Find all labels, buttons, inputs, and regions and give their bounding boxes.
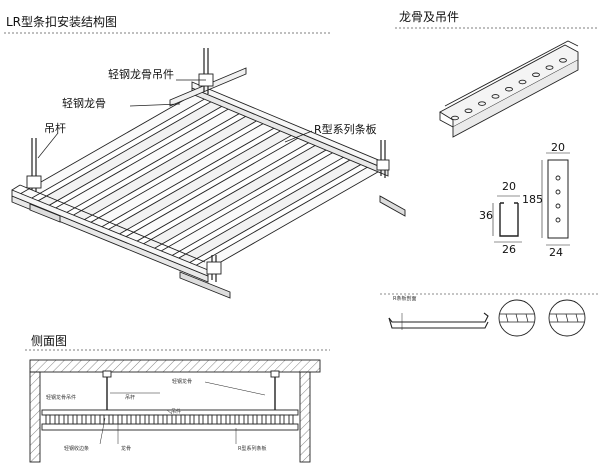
section-clip-tooth — [216, 414, 222, 425]
keel-slot — [559, 58, 567, 63]
section-clip-tooth — [180, 414, 186, 425]
callout-panel: R型系列条板 — [314, 123, 377, 136]
section-label-bottom-mid: 龙骨 — [121, 446, 132, 452]
r-profile-label: R条板剖面 — [393, 296, 417, 302]
dim-carrier-height: 185 — [522, 193, 543, 206]
section-clip-tooth — [144, 414, 150, 425]
keel-slot — [505, 86, 513, 92]
dim-channel-top: 20 — [502, 180, 516, 193]
keel-slot — [491, 94, 500, 99]
ceiling-slab — [29, 359, 321, 373]
section-label-bottom-left: 轻钢收边条 — [64, 446, 90, 452]
section-clip-tooth — [279, 414, 285, 425]
section-label-mid: 吊件 — [171, 409, 182, 415]
section-clip-tooth — [162, 414, 168, 425]
section-label-rod: 吊杆 — [125, 395, 136, 401]
section-clip-tooth — [225, 414, 231, 425]
dim-channel-height: 36 — [479, 209, 493, 222]
detail-circle-left — [498, 299, 536, 337]
section-clip-tooth — [117, 414, 123, 425]
u-channel-profile — [492, 195, 522, 243]
section-clip-tooth — [270, 414, 276, 425]
detail-circle-right — [548, 299, 586, 337]
section-clip-tooth — [189, 414, 195, 425]
section-label-left: 轻钢龙骨吊件 — [46, 395, 77, 401]
keel-slot — [545, 65, 554, 70]
keel-section-title: 龙骨及吊件 — [399, 10, 460, 24]
side-wall-right — [299, 371, 311, 463]
callout-rod: 吊杆 — [44, 122, 66, 135]
hanger-clips — [26, 73, 390, 275]
callout-hanger: 轻钢龙骨吊件 — [108, 68, 174, 81]
front-carrier-keel — [11, 184, 209, 283]
section-clip-tooth — [81, 414, 87, 425]
section-clip-tooth — [252, 414, 258, 425]
section-clip-tooth — [54, 414, 60, 425]
section-label-bottom-right: R型系列条板 — [238, 446, 267, 452]
section-clip-tooth — [108, 414, 114, 425]
section-clip-tooth — [126, 414, 132, 425]
section-label-top: 轻钢龙骨 — [172, 379, 193, 385]
keel-notches — [451, 58, 567, 121]
side-view-title: 侧面图 — [31, 334, 68, 348]
edge-trim — [29, 195, 406, 299]
section-panel — [41, 423, 299, 431]
dim-carrier-top: 20 — [551, 141, 565, 154]
section-clip-tooth — [207, 414, 213, 425]
section-clip-tooth — [99, 414, 105, 425]
keel-slot — [532, 72, 540, 78]
keel-slot — [478, 101, 486, 106]
keel-slot — [464, 108, 473, 114]
section-clip-tooth — [288, 414, 294, 425]
dim-channel-bottom: 26 — [502, 243, 516, 256]
callout-leaders — [37, 79, 313, 159]
section-clip-tooth — [153, 414, 159, 425]
section-clip-tooth — [90, 414, 96, 425]
carrier-profile — [541, 152, 570, 246]
side-wall-left — [29, 371, 41, 463]
section-clip-tooth — [45, 414, 51, 425]
r-panel-strips — [18, 91, 386, 277]
callout-keel: 轻钢龙骨 — [62, 97, 106, 110]
r-strip-profile — [388, 312, 489, 330]
main-diagram-title: LR型条扣安装结构图 — [6, 15, 118, 29]
section-clip-tooth — [135, 414, 141, 425]
section-clip-tooth — [243, 414, 249, 425]
section-clip-tooth — [234, 414, 240, 425]
section-clip-tooth — [171, 414, 177, 425]
section-clip-tooth — [261, 414, 267, 425]
section-clip-tooth — [63, 414, 69, 425]
keel-slot — [518, 79, 527, 85]
keel-slot — [451, 115, 459, 121]
dim-carrier-bottom: 24 — [549, 246, 563, 259]
section-clip-tooth — [198, 414, 204, 425]
section-clip-tooth — [72, 414, 78, 425]
